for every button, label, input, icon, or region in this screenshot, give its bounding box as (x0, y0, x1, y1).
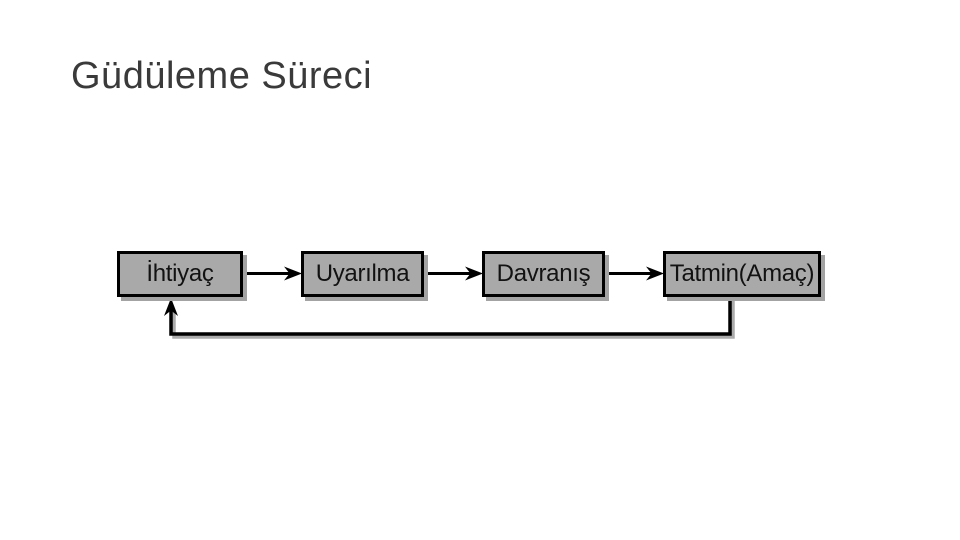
slide-title: Güdüleme Süreci (71, 55, 373, 97)
node-label-davranis: Davranış (496, 260, 591, 287)
feedback-arrow-tatmin-to-ihtiyac (164, 297, 732, 336)
feedback-arrow-shadow (172, 300, 735, 339)
node-tatmin: Tatmin(Amaç) (663, 251, 821, 297)
arrow-ihtiyac-to-uyarilma (243, 266, 302, 281)
node-label-tatmin: Tatmin(Amaç) (669, 260, 815, 287)
node-label-uyarilma: Uyarılma (315, 260, 410, 287)
node-ihtiyac: İhtiyaç (117, 251, 243, 297)
arrow-davranis-to-tatmin (605, 266, 664, 281)
arrow-uyarilma-to-davranis (424, 266, 483, 281)
node-label-ihtiyac: İhtiyaç (146, 260, 214, 287)
node-uyarilma: Uyarılma (301, 251, 424, 297)
node-davranis: Davranış (482, 251, 605, 297)
